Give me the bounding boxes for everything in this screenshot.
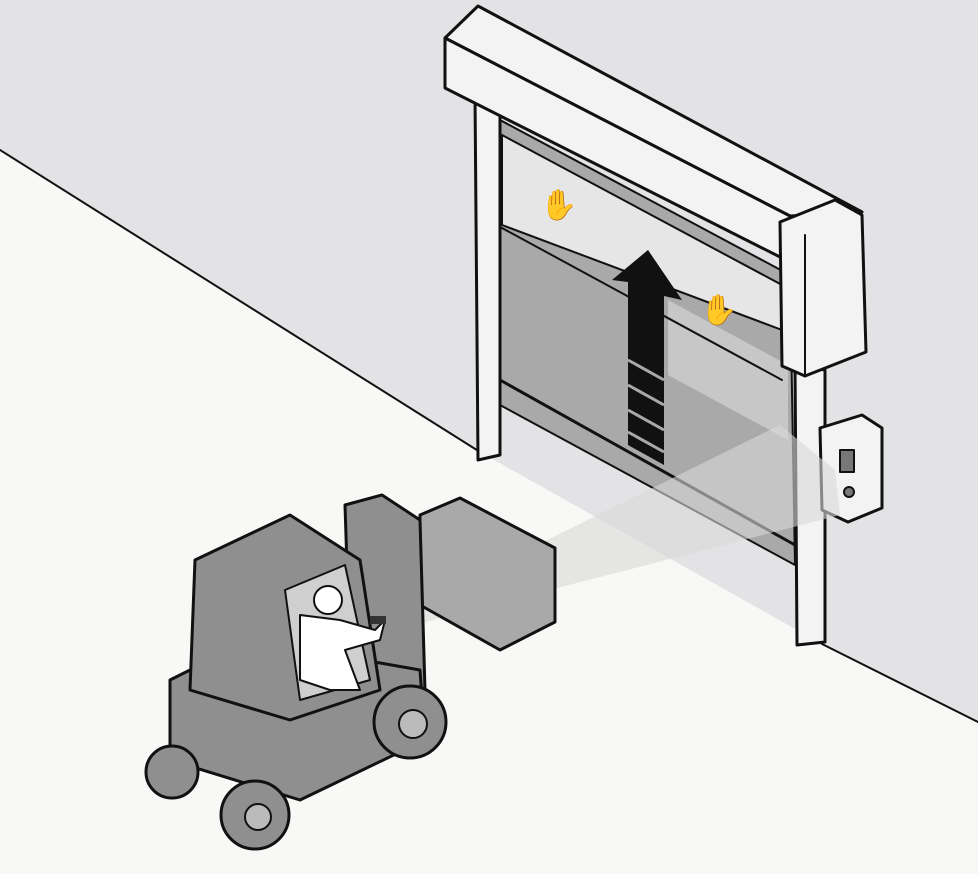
door-motor-box (778, 198, 868, 378)
driver (299, 585, 386, 691)
sensor-hand-icon: ✋ (700, 292, 737, 327)
forklift (144, 493, 557, 851)
wheel-hub (244, 803, 272, 831)
remote-control-icon (370, 616, 386, 624)
left-post (473, 93, 502, 462)
wheel (144, 744, 200, 800)
floor-wall-edge-right (821, 643, 978, 723)
up-arrow-icon (612, 250, 682, 465)
floor-wall-edge (0, 149, 481, 453)
wheel-hub (398, 709, 428, 739)
sensor-hand-icon: ✋ (540, 187, 577, 222)
